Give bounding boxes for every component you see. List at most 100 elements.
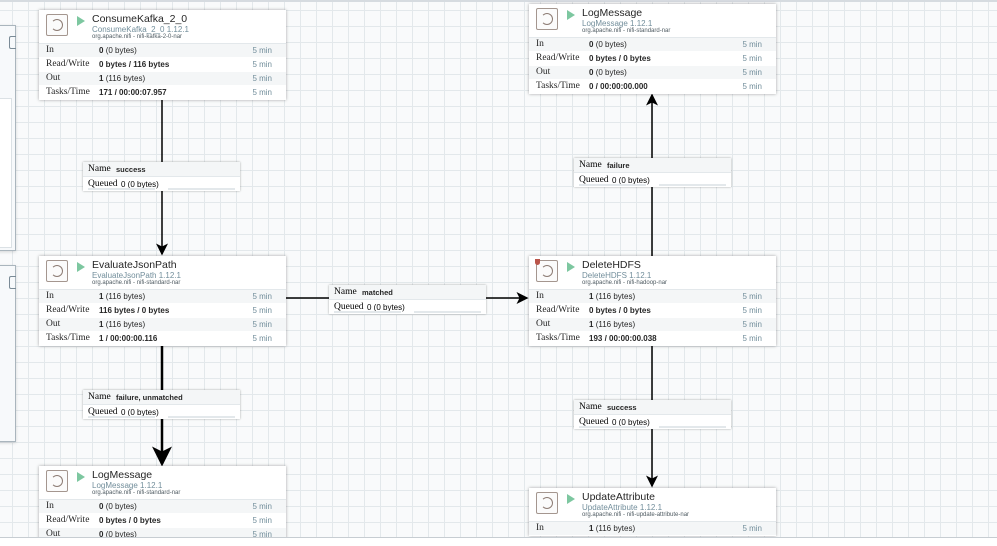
stat-window: 5 min (252, 306, 272, 315)
stat-label: Tasks/Time (46, 333, 90, 343)
queued-label: Queued (579, 175, 609, 185)
stat-label: Read/Write (46, 305, 90, 315)
processor-type: LogMessage 1.12.1 (582, 19, 653, 28)
queued-label: Queued (88, 179, 118, 189)
stat-value-detail: (116 bytes) (105, 320, 146, 329)
processor-name: EvaluateJsonPath (92, 259, 177, 271)
collapse-icon[interactable] (9, 276, 16, 289)
queue-size-bar (334, 311, 401, 313)
processor-name: LogMessage (92, 469, 153, 481)
connection-name: failure, unmatched (116, 393, 183, 402)
processor-type: ConsumeKafka_2_0 1.12.1 (92, 25, 189, 34)
stat-label: Out (46, 319, 61, 329)
stat-value: 0 (0 bytes) (99, 46, 137, 55)
processor-name: DeleteHDFS (582, 259, 641, 271)
running-status-icon (77, 262, 85, 272)
running-status-icon (567, 10, 575, 20)
stat-value-main: 0 (99, 530, 104, 539)
stat-value-detail: (0 bytes) (595, 68, 627, 77)
stat-window: 5 min (742, 334, 762, 343)
stat-value: 171 / 00:00:07.957 (99, 88, 167, 97)
running-status-icon (77, 472, 85, 482)
stat-label: Read/Write (536, 305, 580, 315)
stat-row: Tasks/Time 0 / 00:00:00.000 5 min (529, 80, 776, 94)
stat-window: 5 min (252, 46, 272, 55)
processor-icon (46, 470, 68, 492)
stat-window: 5 min (742, 82, 762, 91)
stat-label: In (46, 45, 54, 55)
stat-label: In (46, 501, 54, 511)
stat-value: 193 / 00:00:00.038 (589, 334, 657, 343)
queue-count-bar (168, 188, 235, 190)
stat-label: Read/Write (536, 53, 580, 63)
connection-name: matched (362, 288, 393, 297)
stat-value: 1 / 00:00:00.116 (99, 334, 157, 343)
stat-row: In 0 (0 bytes) 5 min (39, 44, 286, 58)
processor-type: DeleteHDFS 1.12.1 (582, 271, 652, 280)
stat-value-main: 0 / 00:00:00.000 (589, 82, 648, 91)
stat-window: 5 min (742, 306, 762, 315)
stat-value: 1 (116 bytes) (99, 292, 145, 301)
stat-window: 5 min (252, 88, 272, 97)
stat-value: 0 (0 bytes) (589, 68, 627, 77)
processor-bundle: org.apache.nifi - nifi-update-attribute-… (582, 512, 690, 518)
stat-value-detail: (116 bytes) (105, 74, 146, 83)
collapse-icon[interactable] (9, 36, 16, 49)
processor-name: ConsumeKafka_2_0 (92, 13, 188, 25)
stat-window: 5 min (252, 530, 272, 539)
navigate-panel[interactable] (0, 25, 16, 251)
footer-bar (0, 537, 997, 546)
queued-value: 0 (0 bytes) (612, 176, 650, 185)
processor-type: LogMessage 1.12.1 (92, 481, 163, 490)
stat-value: 0 bytes / 0 bytes (589, 306, 651, 315)
stat-value: 1 (116 bytes) (589, 524, 635, 533)
stat-value-main: 0 (589, 40, 594, 49)
operate-panel[interactable] (0, 265, 16, 442)
queue-size-bar (579, 426, 646, 428)
stat-window: 5 min (252, 60, 272, 69)
canvas-top-border (0, 0, 997, 2)
queue-count-bar (414, 311, 481, 313)
stat-label: Tasks/Time (536, 81, 580, 91)
running-status-icon (567, 262, 575, 272)
stat-window: 5 min (742, 40, 762, 49)
queued-value: 0 (0 bytes) (612, 418, 650, 427)
navigate-birdseye[interactable] (0, 98, 12, 248)
